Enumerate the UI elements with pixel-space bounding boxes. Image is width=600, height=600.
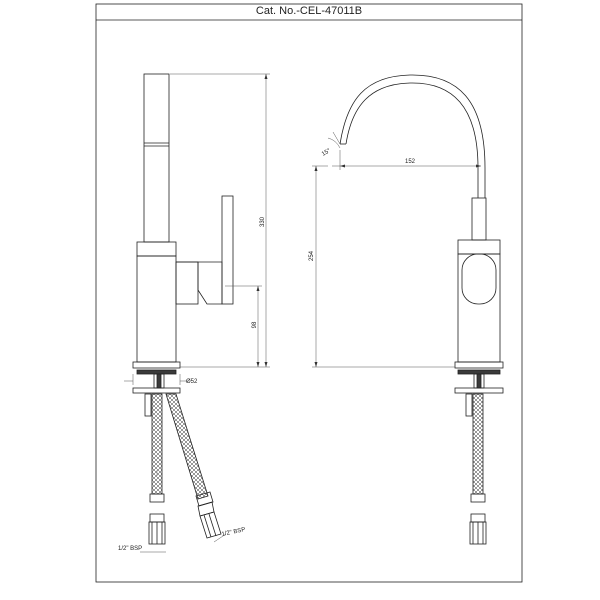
front-column	[471, 197, 487, 241]
front-washer	[457, 369, 501, 375]
front-plate	[454, 387, 504, 394]
dim-spout-height: 254	[309, 250, 315, 261]
side-dimensions	[124, 73, 270, 553]
side-upper-column	[143, 73, 170, 243]
front-view	[339, 74, 504, 545]
side-dim-arrows	[256, 74, 268, 367]
dim-spout-angle: 15°	[321, 148, 332, 158]
dim-hose-right-thread: 1/2" BSP	[221, 527, 246, 538]
front-collar	[457, 239, 501, 255]
front-lever-disc	[461, 253, 497, 305]
dim-spout-reach: 152	[405, 159, 416, 165]
front-spout-inner	[345, 82, 479, 198]
front-dimensions	[312, 131, 481, 368]
side-base	[132, 361, 181, 369]
side-lever-hub	[175, 261, 199, 305]
side-hose-left	[151, 393, 163, 495]
front-hose	[472, 393, 484, 495]
side-lever-handle	[221, 195, 234, 305]
sheet-frame	[95, 3, 523, 583]
front-mounting-stud	[465, 393, 473, 417]
side-mounting-stud	[144, 393, 152, 417]
dim-height-total: 330	[260, 216, 266, 227]
side-lever-cartridge	[197, 261, 223, 305]
dim-base-diameter: Ø52	[186, 379, 198, 385]
dim-hose-left-thread: 1/2" BSP	[118, 546, 142, 552]
front-spout-outer	[339, 74, 486, 198]
side-hose-right-nut	[199, 511, 222, 539]
side-body	[136, 255, 177, 363]
side-washer	[136, 369, 177, 375]
side-collar	[136, 241, 177, 257]
side-view	[132, 73, 234, 545]
front-body	[457, 253, 501, 363]
side-plate	[132, 387, 181, 394]
front-base	[454, 361, 504, 369]
dim-height-base: 98	[252, 321, 258, 328]
side-hose-right	[165, 393, 209, 500]
front-dim-arrows	[314, 164, 481, 367]
drawing-title: Cat. No.-CEL-47011B	[255, 5, 363, 17]
